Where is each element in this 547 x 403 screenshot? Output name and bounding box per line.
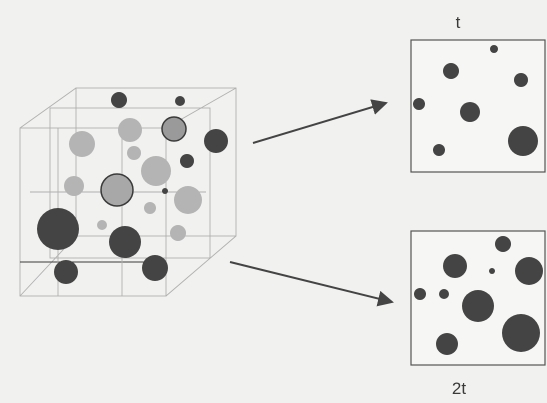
light-particle (64, 176, 84, 196)
dark-particle (37, 208, 79, 250)
dark-particle (433, 144, 445, 156)
dark-particle (515, 257, 543, 285)
top-section-panel: t (410, 13, 546, 173)
light-particle (127, 146, 141, 160)
dark-particle (462, 290, 494, 322)
outlined-particle (100, 173, 134, 207)
dark-particle (495, 236, 511, 252)
dark-particle (443, 254, 467, 278)
top-panel-label: t (456, 13, 461, 32)
dark-particle (414, 288, 426, 300)
dark-particle (204, 129, 228, 153)
bottom-section-panel: 2t (410, 230, 546, 398)
light-particle (69, 131, 95, 157)
dark-particle (490, 45, 498, 53)
dark-particle (508, 126, 538, 156)
dark-particle (436, 333, 458, 355)
dark-particle (489, 268, 495, 274)
dark-particle (443, 63, 459, 79)
dark-particle (502, 314, 540, 352)
light-particle (170, 225, 186, 241)
light-particle (97, 220, 107, 230)
arrow-to-bottom-panel (229, 261, 394, 307)
dark-particle (180, 154, 194, 168)
dark-particle (109, 226, 141, 258)
dark-particle (460, 102, 480, 122)
light-particle (144, 202, 156, 214)
light-particle (141, 156, 171, 186)
dark-particle (413, 98, 425, 110)
arrow-to-top-panel (252, 99, 388, 144)
outlined-particle (161, 116, 187, 142)
dark-particle (175, 96, 185, 106)
dark-particle (111, 92, 127, 108)
light-particle (118, 118, 142, 142)
dark-particle (142, 255, 168, 281)
light-particle (174, 186, 202, 214)
dark-particle (439, 289, 449, 299)
dark-particle (54, 260, 78, 284)
dark-particle (514, 73, 528, 87)
dark-particle (162, 188, 168, 194)
bottom-panel-label: 2t (452, 379, 466, 398)
cube-particles (37, 92, 228, 284)
particle-cube (19, 87, 237, 297)
